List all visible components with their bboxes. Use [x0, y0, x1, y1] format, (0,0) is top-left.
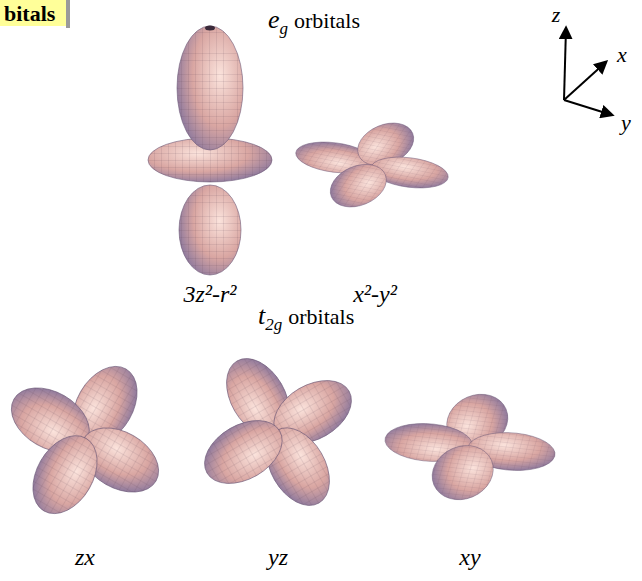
- dx2y2-orbital: [288, 119, 456, 211]
- dyz-orbital: [193, 347, 362, 516]
- symmetry-label: t: [258, 301, 265, 330]
- dz2-orbital: [148, 26, 272, 276]
- orbital-label: x²-y²: [353, 282, 397, 306]
- orbital-label: yz: [268, 545, 288, 569]
- symmetry-subscript: g: [280, 19, 289, 38]
- group-label: orbitals: [288, 304, 354, 329]
- title-tab-shadow: [66, 0, 70, 28]
- dzx-orbital: [0, 355, 170, 525]
- axis-label: x: [617, 44, 627, 66]
- symmetry-label: e: [268, 5, 280, 34]
- axes: [564, 28, 612, 115]
- axis-label: z: [552, 4, 561, 26]
- orbital-label: 3z²-r²: [183, 282, 236, 306]
- axis-label: y: [621, 112, 631, 134]
- orbital-label: zx: [75, 545, 95, 569]
- heading-line: t2g orbitals: [258, 300, 354, 335]
- group-label: orbitals: [294, 8, 360, 33]
- symmetry-subscript: 2g: [265, 315, 282, 334]
- orbital-label: xy: [459, 545, 480, 569]
- title-tab: [0, 0, 66, 26]
- heading-line: eg orbitals: [268, 4, 360, 39]
- title-text: bitals: [4, 3, 55, 25]
- dxy-orbital: [380, 391, 560, 502]
